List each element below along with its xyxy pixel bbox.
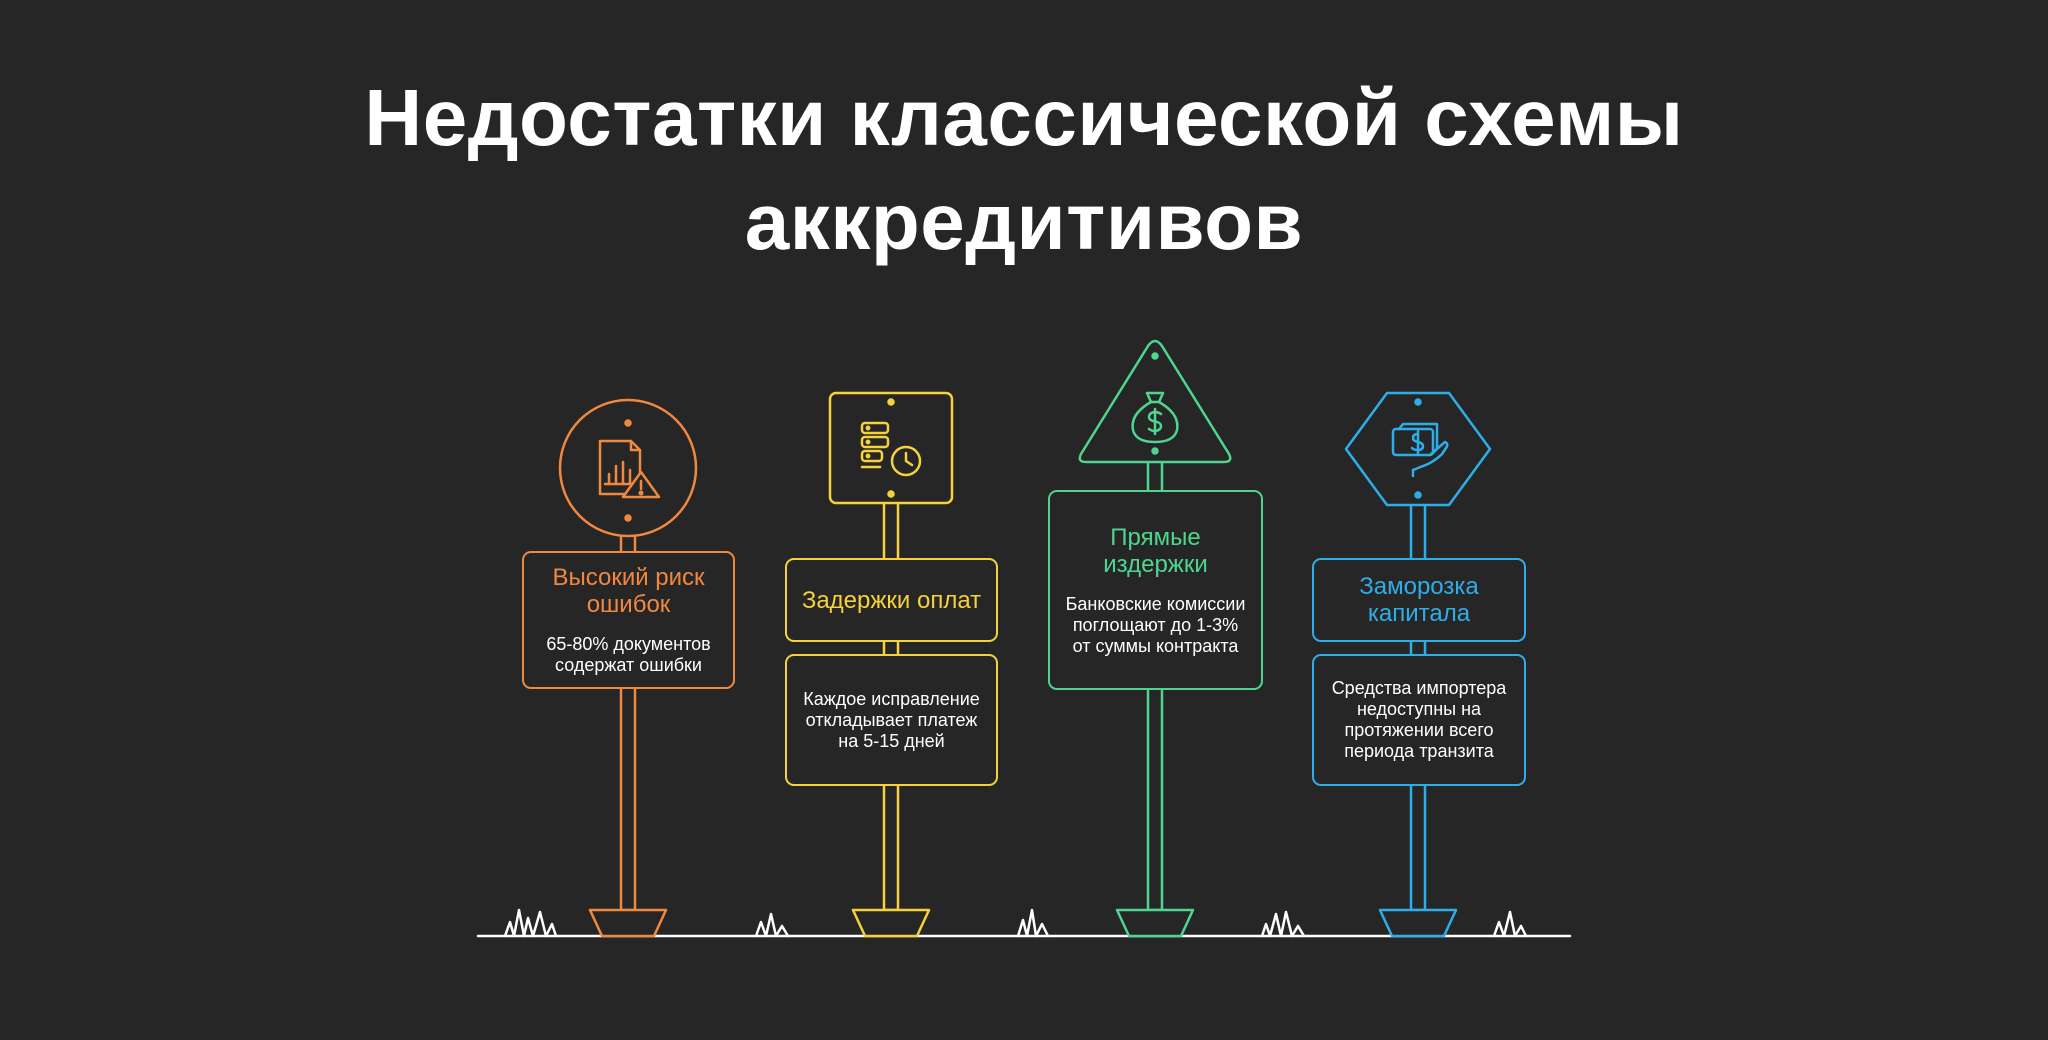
sign-description: Средства импортера недоступны на протяже… — [1331, 678, 1507, 761]
sign-title: Заморозка капитала — [1359, 573, 1479, 627]
panel-description-payment-delays: Каждое исправление откладывает платеж на… — [785, 654, 998, 786]
panel-title-capital-freeze: Заморозка капитала — [1312, 558, 1526, 642]
grass-tuft — [754, 912, 790, 938]
sign-title: Задержки оплат — [801, 586, 982, 614]
sign-description: 65-80% документов содержат ошибки — [546, 634, 711, 675]
panel-description-capital-freeze: Средства импортера недоступны на протяже… — [1312, 654, 1526, 786]
sign-description: Банковские комиссии поглощают до 1-3% от… — [1065, 593, 1246, 656]
chart-document-warning-icon — [598, 439, 661, 499]
panel-title-payment-delays: Задержки оплат — [785, 558, 998, 642]
sign-base — [1378, 908, 1458, 938]
sign-title: Высокий риск ошибок — [552, 564, 705, 618]
panel-high-error-risk: Высокий риск ошибок 65-80% документов со… — [522, 551, 735, 689]
page-title: Недостатки классической схемы аккредитив… — [0, 66, 2048, 274]
grass-tuft — [1016, 908, 1050, 938]
sign-shape-square — [828, 391, 954, 505]
grass-tuft — [503, 908, 558, 938]
sign-base — [851, 908, 931, 938]
sign-description: Каждое исправление откладывает платеж на… — [803, 688, 980, 751]
panel-direct-costs: Прямые издержки Банковские комиссии погл… — [1048, 490, 1263, 690]
server-clock-icon — [860, 421, 922, 477]
money-bag-icon — [1131, 391, 1179, 444]
page-title-line-2: аккредитивов — [744, 177, 1304, 266]
cash-hand-icon — [1391, 422, 1449, 478]
ground — [476, 908, 1572, 938]
grass-tuft — [1260, 910, 1306, 938]
sign-title: Прямые издержки — [1103, 523, 1208, 578]
page-title-line-1: Недостатки классической схемы — [364, 73, 1684, 162]
sign-base — [588, 908, 668, 938]
sign-shape-circle — [558, 398, 698, 538]
grass-tuft — [1492, 910, 1528, 938]
sign-base — [1115, 908, 1195, 938]
